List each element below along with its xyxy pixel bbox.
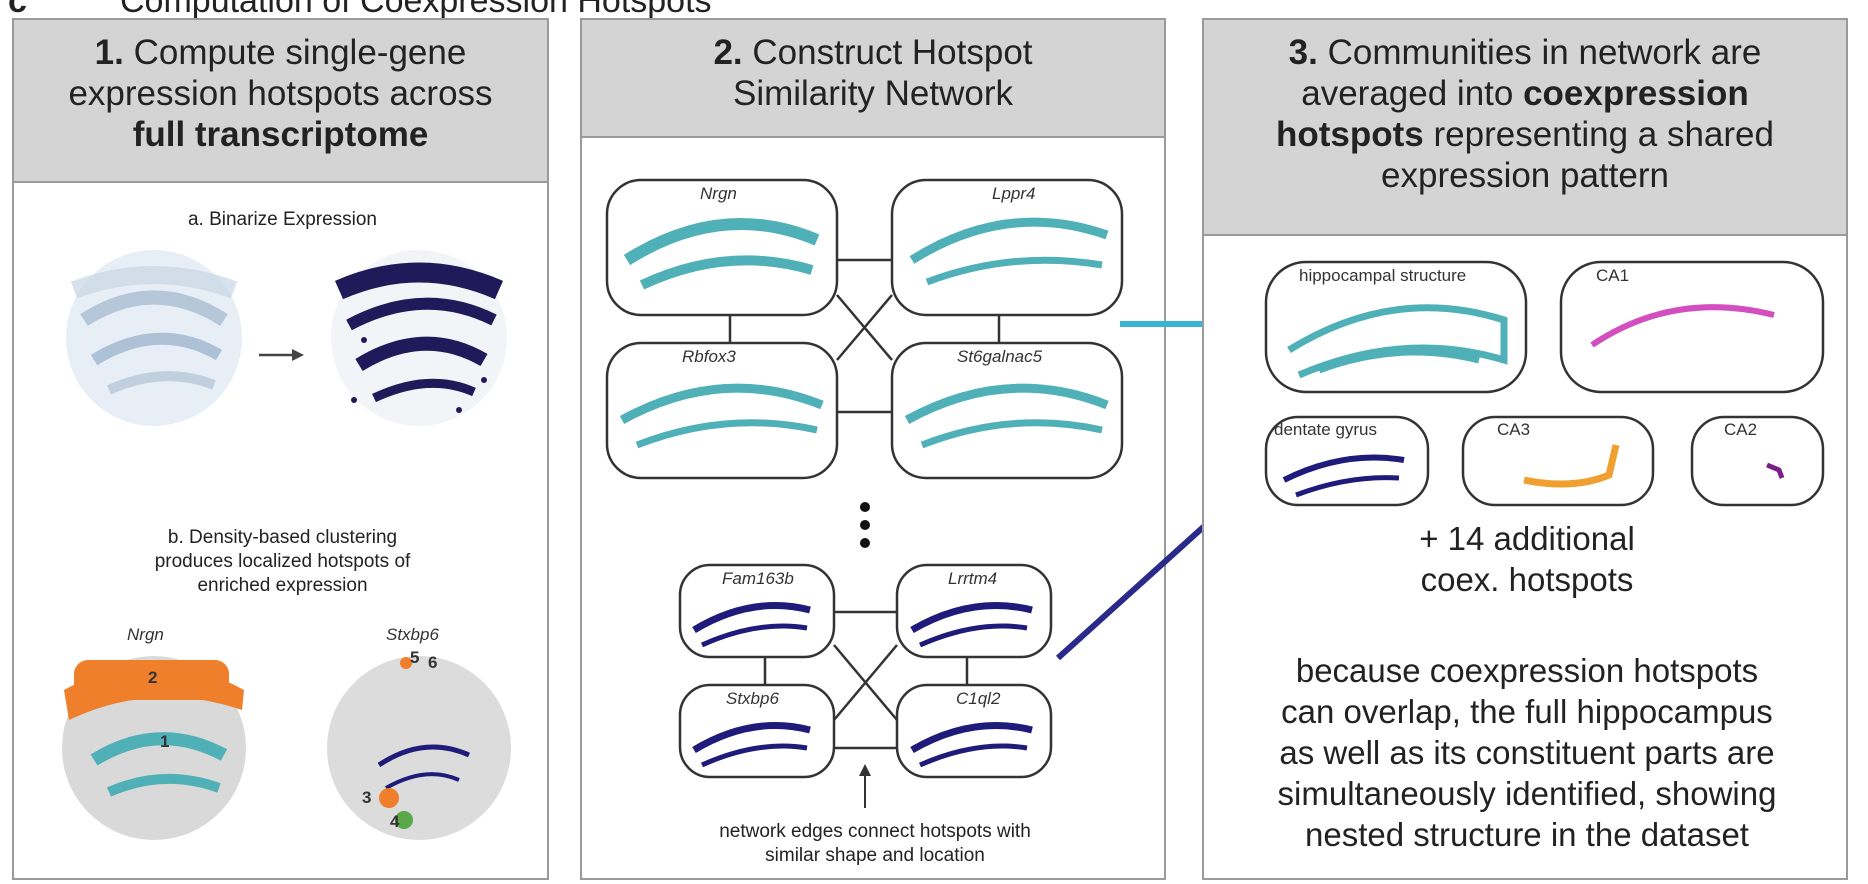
panel-2-graphics: [605, 178, 1124, 808]
gene-label-stxbp6: Stxbp6: [386, 625, 439, 644]
network-node-c1ql2: [895, 683, 1053, 779]
hotspot-hippocampal-structure: [1264, 260, 1528, 394]
gene-label-st6galnac5: St6galnac5: [957, 347, 1043, 366]
arrow-up-icon: [859, 764, 871, 808]
panel-2-header: 2. Construct Hotspot Similarity Network: [582, 20, 1164, 138]
stxbp6-cluster-image: [327, 656, 511, 840]
bottom-network-edges: [763, 610, 969, 750]
binarized-expression-image: [331, 250, 507, 426]
panel-3-number: 3.: [1288, 33, 1318, 72]
cluster-label-1: 1: [160, 732, 170, 751]
panel-3-header-line4: expression pattern: [1381, 156, 1669, 195]
network-node-st6galnac5: [890, 341, 1124, 480]
panel-3-header: 3. Communities in network are averaged i…: [1204, 20, 1846, 236]
network-node-lppr4: [890, 178, 1124, 317]
network-node-nrgn: [605, 178, 839, 317]
gene-label-fam163b: Fam163b: [722, 569, 794, 588]
network-node-rbfox3: [605, 341, 839, 480]
gene-label-stxbp6-node: Stxbp6: [726, 689, 779, 708]
panel-2-header-line1: Construct Hotspot: [752, 33, 1033, 72]
panel-3: 3. Communities in network are averaged i…: [1202, 18, 1848, 880]
cluster-label-2: 2: [148, 668, 158, 687]
step-a-label: a. Binarize Expression: [187, 209, 378, 230]
step-b-label: b. Density-based clustering produces loc…: [14, 526, 551, 598]
additional-hotspots-note: + 14 additional coex. hotspots: [1204, 518, 1850, 600]
gene-label-c1ql2: C1ql2: [956, 689, 1001, 708]
gene-label-nrgn: Nrgn: [127, 625, 164, 644]
panel-2: 2. Construct Hotspot Similarity Network: [580, 18, 1166, 880]
figure-title: Computation of Coexpression Hotspots: [120, 0, 712, 20]
step-b-line3: enriched expression: [197, 575, 368, 596]
hotspot-label-ca3: CA3: [1497, 420, 1531, 439]
hotspot-ca2: [1690, 415, 1825, 507]
panel-3-header-bold2: hotspots: [1276, 115, 1424, 154]
panel-3-header-bold1: coexpression: [1523, 74, 1749, 113]
panel-3-header-line1: Communities in network are: [1327, 33, 1762, 72]
panel-2-header-line2: Similarity Network: [732, 74, 1014, 113]
nrgn-cluster-image: [62, 656, 246, 840]
cluster-label-5: 5: [410, 648, 420, 667]
panel-3-header-line2: averaged into: [1301, 74, 1524, 113]
raw-expression-image: [66, 250, 242, 426]
explanation-line2: can overlap, the full hippocampus: [1281, 693, 1773, 730]
explanation-line3: as well as its constituent parts are: [1279, 734, 1775, 771]
panel-3-header-line3: representing a shared: [1423, 115, 1774, 154]
arrow-right-icon: [259, 349, 304, 361]
gene-label-lrrtm4: Lrrtm4: [948, 569, 998, 588]
panel-3-graphics: [1264, 260, 1825, 507]
panel-1-header-line2: expression hotspots across: [68, 74, 493, 113]
gene-label-rbfox3: Rbfox3: [682, 347, 736, 366]
network-caption-line2: similar shape and location: [765, 845, 985, 866]
panel-1-header: 1. Compute single-gene expression hotspo…: [14, 20, 547, 183]
panel-1: 1. Compute single-gene expression hotspo…: [12, 18, 549, 880]
additional-line2: coex. hotspots: [1420, 561, 1634, 598]
panel-1-number: 1.: [94, 33, 124, 72]
hotspot-ca1: [1559, 260, 1825, 394]
hotspot-label-hippocampal-structure: hippocampal structure: [1299, 266, 1467, 285]
top-network-edges: [728, 258, 1001, 414]
hotspot-dentate-gyrus: [1264, 415, 1430, 507]
hotspot-ca3: [1461, 415, 1655, 507]
step-b-line2: produces localized hotspots of: [154, 551, 411, 572]
hotspot-label-ca2: CA2: [1724, 420, 1758, 439]
network-node-stxbp6: [678, 683, 836, 779]
gene-label-lppr4: Lppr4: [992, 184, 1036, 203]
network-caption: network edges connect hotspots with simi…: [582, 820, 1168, 868]
panel-2-number: 2.: [713, 33, 743, 72]
panel-1-header-bold: full transcriptome: [132, 115, 429, 154]
step-b-line1: b. Density-based clustering: [167, 527, 398, 548]
ellipsis-icon: [860, 502, 870, 548]
overlap-explanation: because coexpression hotspots can overla…: [1204, 650, 1850, 855]
network-node-lrrtm4: [895, 563, 1053, 659]
network-node-fam163b: [678, 563, 836, 659]
cluster-label-6: 6: [428, 653, 438, 672]
figure-panel-letter: c: [8, 0, 27, 20]
cluster-label-3: 3: [362, 788, 372, 807]
cluster-label-4: 4: [390, 812, 400, 831]
panel-1-header-line1: Compute single-gene: [133, 33, 467, 72]
hotspot-label-ca1: CA1: [1596, 266, 1630, 285]
explanation-line5: nested structure in the dataset: [1305, 816, 1749, 853]
gene-label-nrgn-node: Nrgn: [700, 184, 737, 203]
explanation-line4: simultaneously identified, showing: [1277, 775, 1777, 812]
additional-line1: + 14 additional: [1419, 520, 1635, 557]
hotspot-label-dentate-gyrus: dentate gyrus: [1274, 420, 1378, 439]
panel-1-graphics: [62, 250, 511, 840]
explanation-line1: because coexpression hotspots: [1295, 652, 1759, 689]
network-caption-line1: network edges connect hotspots with: [719, 821, 1031, 842]
